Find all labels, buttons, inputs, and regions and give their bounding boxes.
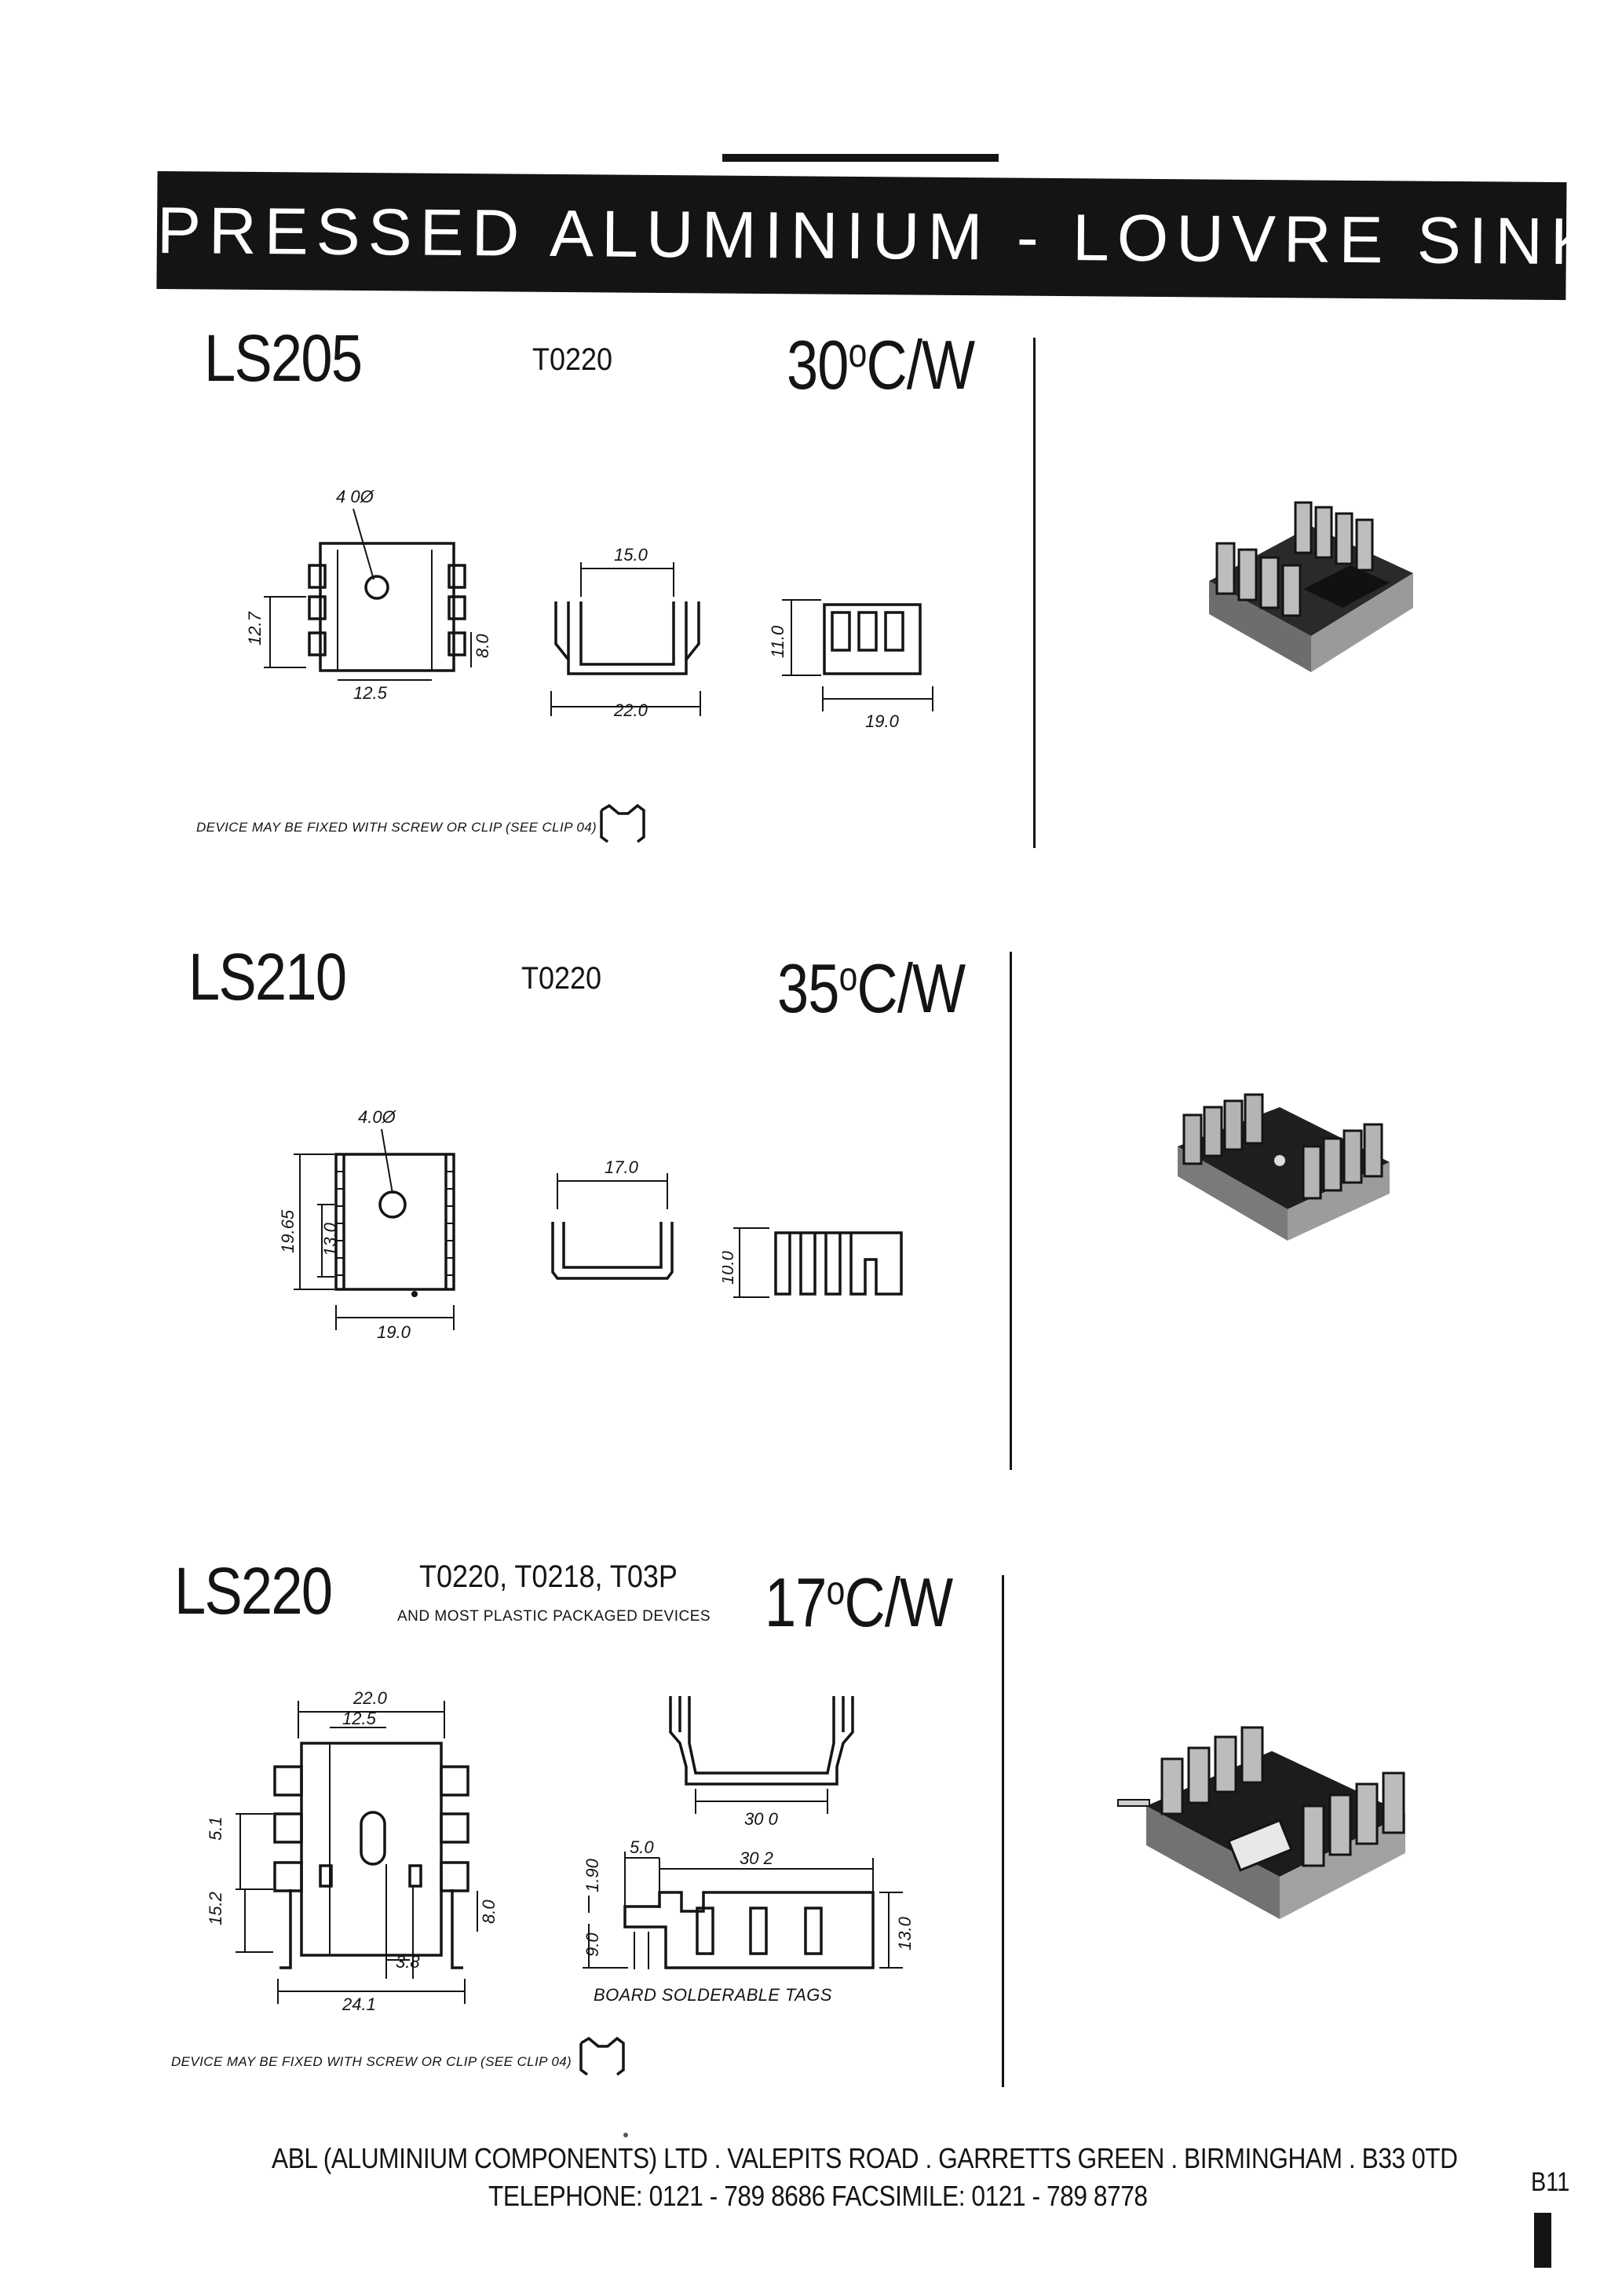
dimension-label: 12.5 xyxy=(353,683,388,703)
dimension-label: 12.5 xyxy=(342,1709,377,1728)
heatsink-photo-icon xyxy=(1209,501,1413,672)
page-reference: B11 xyxy=(1531,2167,1570,2197)
dimension-label: 30 0 xyxy=(744,1809,779,1829)
dimension-label: 30 2 xyxy=(740,1848,773,1868)
heatsink-photo-icon xyxy=(1178,1093,1390,1241)
model-name: LS210 xyxy=(188,940,347,1014)
dimension-label: 12.7 xyxy=(245,611,265,645)
dimension-label: 22.0 xyxy=(613,700,648,720)
package-note: AND MOST PLASTIC PACKAGED DEVICES xyxy=(397,1608,711,1625)
dimension-label: 4.0Ø xyxy=(358,1107,397,1127)
dimension-label: 19.0 xyxy=(377,1322,411,1342)
section-divider xyxy=(1033,338,1036,848)
dimension-label: 3.8 xyxy=(396,1952,420,1972)
top-view-drawing: 4 0Ø 12.7 8.0 12.5 xyxy=(245,487,492,703)
dimension-label: 15.2 xyxy=(206,1892,225,1925)
header-rule xyxy=(722,154,999,162)
dimension-label: 13.0 xyxy=(320,1222,340,1256)
end-view-drawing: 15.0 22.0 xyxy=(550,545,701,720)
side-view-drawing: 10.0 xyxy=(722,1227,903,1298)
dimension-label: 24.1 xyxy=(342,1994,376,2014)
side-view-drawing: 11.0 19.0 xyxy=(768,599,933,731)
top-view-drawing: 22.0 12.5 5.1 15.2 8.0 3.8 24.1 xyxy=(206,1688,499,2014)
dimension-label: 19.65 xyxy=(278,1209,298,1253)
section-divider xyxy=(1010,952,1012,1470)
side-view-drawing: 5.0 30 2 1.90 9.0 13.0 xyxy=(583,1837,915,1969)
dimension-label: 1.90 xyxy=(583,1858,602,1892)
thermal-rating: 30oC/W xyxy=(787,326,975,404)
package-type: T0220, T0218, T03P xyxy=(419,1559,678,1594)
page-title-banner: PRESSED ALUMINIUM - LOUVRE SINKS xyxy=(156,171,1622,301)
section-divider xyxy=(1002,1575,1004,2087)
model-name: LS220 xyxy=(174,1554,333,1628)
heatsink-photo-icon xyxy=(1117,1726,1405,1919)
tags-label: BOARD SOLDERABLE TAGS xyxy=(594,1985,832,2005)
company-address: ABL (ALUMINIUM COMPONENTS) LTD . VALEPIT… xyxy=(272,2142,1458,2174)
dimension-label: 10.0 xyxy=(722,1250,737,1285)
package-type: T0220 xyxy=(521,961,602,996)
thermal-rating: 17oC/W xyxy=(765,1563,953,1641)
dimension-label: 17.0 xyxy=(605,1157,639,1177)
model-name: LS205 xyxy=(204,321,363,395)
package-type: T0220 xyxy=(532,342,613,377)
scan-speck xyxy=(623,2133,628,2137)
fixing-note: DEVICE MAY BE FIXED WITH SCREW OR CLIP (… xyxy=(196,820,597,835)
top-view-drawing: 4.0Ø 19.65 13.0 19.0 xyxy=(278,1107,455,1342)
dimension-label: 8.0 xyxy=(473,634,492,658)
thermal-rating: 35oC/W xyxy=(777,949,966,1027)
dimension-label: 5.1 xyxy=(206,1816,225,1841)
clip-icon xyxy=(579,2036,625,2076)
dimension-label: 8.0 xyxy=(479,1899,499,1924)
page-tab-marker xyxy=(1534,2213,1551,2268)
clip-icon xyxy=(600,803,645,843)
dimension-label: 19.0 xyxy=(865,711,900,731)
company-contact: TELEPHONE: 0121 - 789 8686 FACSIMILE: 01… xyxy=(488,2180,1148,2212)
dimension-label: 11.0 xyxy=(768,625,787,658)
fixing-note: DEVICE MAY BE FIXED WITH SCREW OR CLIP (… xyxy=(171,2054,572,2069)
dimension-label: 9.0 xyxy=(583,1932,602,1957)
dimension-label: 4 0Ø xyxy=(336,487,375,506)
dimension-label: 22.0 xyxy=(353,1688,388,1708)
dimension-label: 15.0 xyxy=(614,545,648,565)
end-view-drawing: 30 0 xyxy=(669,1696,854,1829)
end-view-drawing: 17.0 xyxy=(551,1157,674,1280)
dimension-label: 13.0 xyxy=(895,1916,915,1951)
dimension-label: 5.0 xyxy=(630,1837,654,1857)
